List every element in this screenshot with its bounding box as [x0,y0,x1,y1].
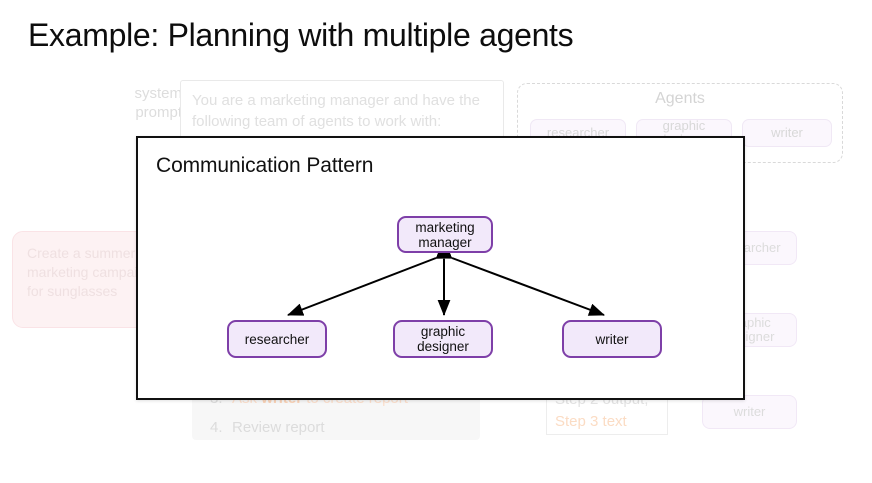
agents-group-title: Agents [655,90,705,107]
footer-bar: DeepLearning.AI CC ⚙ Andrew Ng [0,444,872,483]
agent-chip-writer: writer [742,119,832,147]
step-number: 4. [210,419,223,436]
step-item-4: 4. Review report [210,418,325,438]
communication-arrows [287,244,605,316]
step-label: Review report [232,419,325,436]
overlay-title: Communication Pattern [156,154,374,177]
step-output-line-2: Step 3 text [555,413,627,430]
node-writer[interactable]: writer [562,320,662,358]
node-researcher[interactable]: researcher [227,320,327,358]
page-title: Example: Planning with multiple agents [28,17,574,53]
bg-node-writer: writer [702,395,797,429]
